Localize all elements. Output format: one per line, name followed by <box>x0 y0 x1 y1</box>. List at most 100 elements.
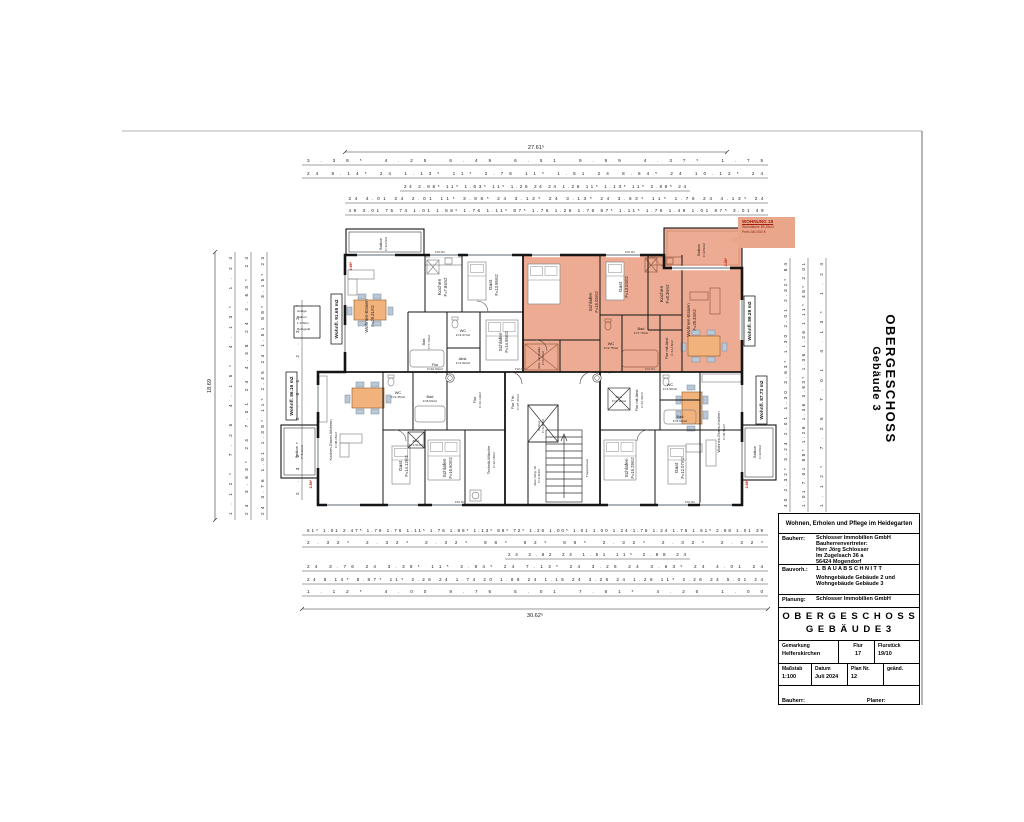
room-area: F=2.07m2 <box>456 333 470 337</box>
planung-row: Planung: Schlosser Immobilien GmbH <box>779 595 919 608</box>
sheet-frame <box>122 130 923 705</box>
dim-total-left: 18.69 <box>207 379 213 393</box>
wall-class-label: F90-BA <box>625 250 636 254</box>
room-name: Schlafen <box>498 332 504 351</box>
stair-core <box>407 343 631 503</box>
massstab-cell: Maßstab 1:100 <box>779 664 812 685</box>
note-line: Heizgerät <box>297 327 310 331</box>
dim-row: 24 3.76 24 3.38⁵ 11⁵ 3.84⁵ 24 7.13⁵ 24 3… <box>307 564 763 569</box>
room-area: F=34.41m2 <box>722 424 726 440</box>
gemarkung-label: Gemarkung <box>782 643 810 649</box>
dim-row: 51⁵ 1.01 2.47⁵ 1.76 1.76 1.11⁵ 1.76 1.88… <box>307 528 763 533</box>
flur-cell: Flur 17 <box>839 641 875 663</box>
level-mark: 2.88⁵ <box>745 479 749 488</box>
planung-value: Schlosser Immobilien GmbH <box>816 596 891 602</box>
bauvorh-line: Wohngebäude Gebäude 2 und <box>816 574 896 581</box>
bauherr-line: Schlosser Immobilien GmbH <box>816 535 891 541</box>
bauvorh-line: 1. B A U A B S C H N I T T <box>816 566 882 572</box>
bauherr-line: 56424 Mogendorf <box>816 558 862 565</box>
room-area: F=7.79m2 <box>634 331 648 335</box>
room-area: F=27.47m2 <box>516 394 520 410</box>
room-name: Kochen-Essen-Wohnen <box>328 419 333 460</box>
dim-row: 24 8.14⁵ 24 1.13⁵ 11⁵ 2.76 11⁵ 1.51 24 8… <box>307 171 763 176</box>
bauherr-line: Im Zugelsach 36 a <box>816 552 864 559</box>
room-area: F=13.04m2 <box>624 276 629 298</box>
datum-cell: Datum Juli 2024 <box>812 664 848 685</box>
balkon-name: Balkon <box>294 446 299 458</box>
room-name: Schlafen <box>442 458 448 477</box>
room-area: F=1.50m2 <box>663 387 677 391</box>
wall-class-label: F90-BA <box>515 367 526 371</box>
room-name: Gast <box>674 462 680 473</box>
balkon-name: Balkon <box>696 244 701 256</box>
room-name: Technik-Wäsche <box>486 446 491 475</box>
dim-row: 49 3.01 75 74 1.01 1.88⁵ 1.76 1.11⁵ 87⁵ … <box>349 208 764 213</box>
main-title-line1: O B E R G E S C H O S S <box>782 611 916 623</box>
planung-label: Planung: <box>782 597 806 603</box>
dimensions-right: 40 2.32⁵ 3.24 2.01 1.30 3.63⁵ 1.30 2.01 … <box>783 258 827 512</box>
dim-total-bottom: 30.62⁵ <box>527 612 543 619</box>
datum-label: Datum <box>815 666 831 672</box>
highlight-apartment-18 <box>523 228 742 372</box>
flurstueck-value: 19/10 <box>878 651 892 657</box>
dim-row: 3.38⁵ 4.25 6.49 6.51 9.99 4.37⁵ 1.75 <box>307 158 763 163</box>
door-tag-label: Whg.Trw <box>604 370 617 374</box>
room-name: Flur mit Abst. <box>634 389 639 412</box>
room-area: F=2.16m2 <box>612 399 626 403</box>
room-area: F=13.95m2 <box>494 274 499 296</box>
gemarkung-value: Helferskirchen <box>782 651 821 657</box>
dim-col: 24 3.76 1.01 1.38⁵ 11⁵ 2.45 24 1.51 88⁵ … <box>260 257 265 515</box>
dim-total-top: 27.61⁵ <box>528 144 544 151</box>
room-name: Gast <box>488 279 494 290</box>
dim-row: 1.12⁵ 4.00 9.76 5.01 7.61⁵ 4.26 1.00 <box>307 589 763 594</box>
gemarkung-cell: Gemarkung Helferskirchen <box>779 641 839 663</box>
room-name: Bad <box>421 339 426 346</box>
room-area: F=1.51m2 <box>409 443 423 447</box>
balkon-name: Balkon <box>752 446 757 458</box>
note-box: Anlage Balkon 1:178cm Heizgerät <box>293 305 321 339</box>
massstab-value: 1:100 <box>782 674 797 680</box>
room-area: F=1.92m2 <box>456 361 470 365</box>
room-name: Abst. mit WaMa <box>537 347 541 369</box>
room-area: F=11.15m2 <box>670 340 674 356</box>
dim-row: 24 2.82 24 1.51 11⁵ 2.88 24 <box>508 552 686 557</box>
massstab-label: Maßstab <box>782 666 803 672</box>
wall-annotations: F90-BA F90-BA F90-BA F90-BA F90-BA F90-B… <box>309 250 749 504</box>
project-title: Wohnen, Erholen und Pflege im Heidegarte… <box>779 514 919 534</box>
room-area: F=7.84m2 <box>443 277 448 297</box>
signature-row: Bauherr: Planer: <box>779 686 919 706</box>
sheet-side-title: OBERGESCHOSS Gebäude 3 <box>866 304 902 454</box>
room-name: Bad <box>677 414 684 419</box>
room-name: Wohnen-Essen <box>686 303 692 337</box>
windows <box>315 252 745 508</box>
wall-class-label: F90-BA <box>435 250 446 254</box>
room-name: Abst. Whg. 18 <box>533 466 537 486</box>
wall-class-label: F90-BA <box>685 500 696 504</box>
bauvorh-label: Bauvorh.: <box>782 567 808 573</box>
room-area: F=4.70m2 <box>541 351 545 365</box>
title-block: Wohnen, Erholen und Pflege im Heidegarte… <box>778 513 920 705</box>
level-mark: 2.88⁵ <box>309 479 313 488</box>
room-area: F=15.29m2 <box>630 457 635 479</box>
callout-area: Wohnfläche 89,28m2 <box>742 225 774 229</box>
room-area: F=2.75m2 <box>604 346 618 350</box>
massstab-row: Maßstab 1:100 Datum Juli 2024 Plan Nr. 1… <box>779 664 919 686</box>
room-area: F=11.40m2 <box>640 392 644 408</box>
wohnfl-value: Wohnfl. 91.65 m2 <box>334 299 340 338</box>
main-title: O B E R G E S C H O S S G E B Ä U D E 3 <box>779 608 919 641</box>
room-area: F=16.60m2 <box>448 457 453 479</box>
bauvorhaben-row: Bauvorh.: 1. B A U A B S C H N I T T Woh… <box>779 565 919 595</box>
room-area: F=29.33m2 <box>692 309 697 331</box>
side-title-line2: Gebäude 3 <box>870 346 882 412</box>
room-name: Gast <box>618 281 624 292</box>
room-name: Wohnen-Essen-Kochen <box>716 411 721 452</box>
dim-row: 24 8.14⁵ 8.87⁵ 11⁵ 2.26 24 1.74 20 1.88 … <box>307 577 763 582</box>
room-name: Treppenhaus <box>585 458 589 477</box>
room-name: Abst. <box>412 439 419 443</box>
room-area: F=3.35m2 <box>541 419 545 433</box>
